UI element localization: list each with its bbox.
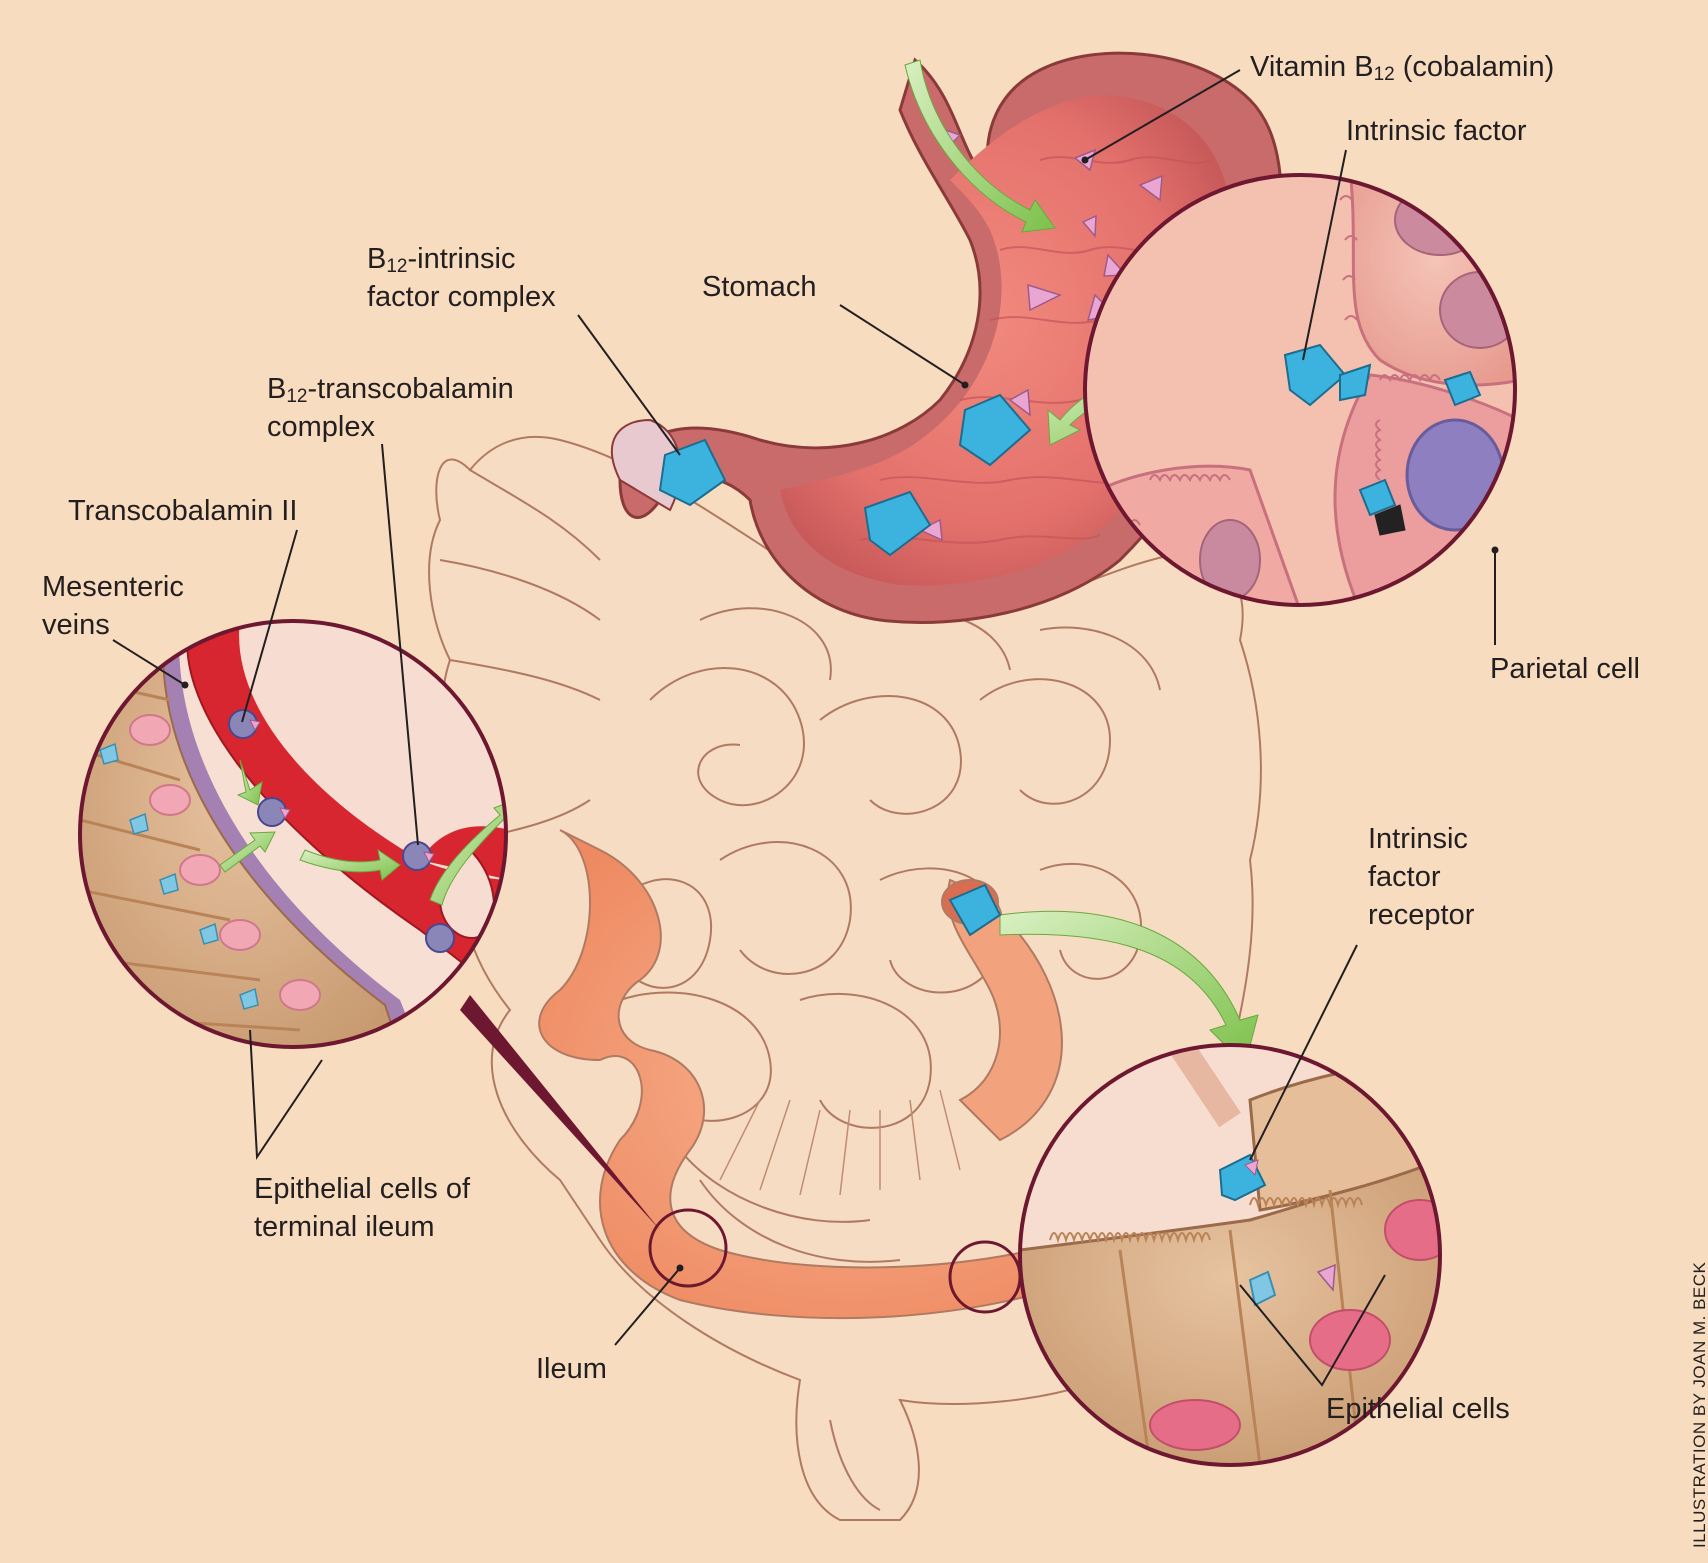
- label-mesenteric-veins: Mesenteric veins: [42, 571, 184, 641]
- label-ileum: Ileum: [536, 1353, 607, 1385]
- label-if-receptor: Intrinsic factor receptor: [1368, 823, 1475, 931]
- label-intrinsic-factor: Intrinsic factor: [1346, 115, 1527, 147]
- label-b12-tc-complex: B12-transcobalamin complex: [267, 373, 514, 443]
- illustration-credit: ILLUSTRATION BY JOAN M. BECK: [1690, 1261, 1708, 1548]
- label-b12-if-complex: B12-intrinsic factor complex: [367, 243, 556, 313]
- label-parietal-cell: Parietal cell: [1490, 653, 1640, 685]
- leader-lines: [112, 69, 1499, 1387]
- b12-if-complexes: [658, 393, 1032, 557]
- stomach-arrow: [904, 59, 1056, 233]
- mesenteric-vein-inset: [78, 619, 508, 1049]
- label-epithelial-terminal-ileum: Epithelial cells of terminal ileum: [254, 1173, 470, 1243]
- label-vitamin-b12: Vitamin B12 (cobalamin): [1250, 51, 1555, 85]
- receptor-inset: [1018, 1043, 1442, 1467]
- label-epithelial-cells: Epithelial cells: [1326, 1393, 1510, 1425]
- label-stomach: Stomach: [702, 271, 817, 303]
- label-transcobalamin-ii: Transcobalamin II: [68, 495, 298, 527]
